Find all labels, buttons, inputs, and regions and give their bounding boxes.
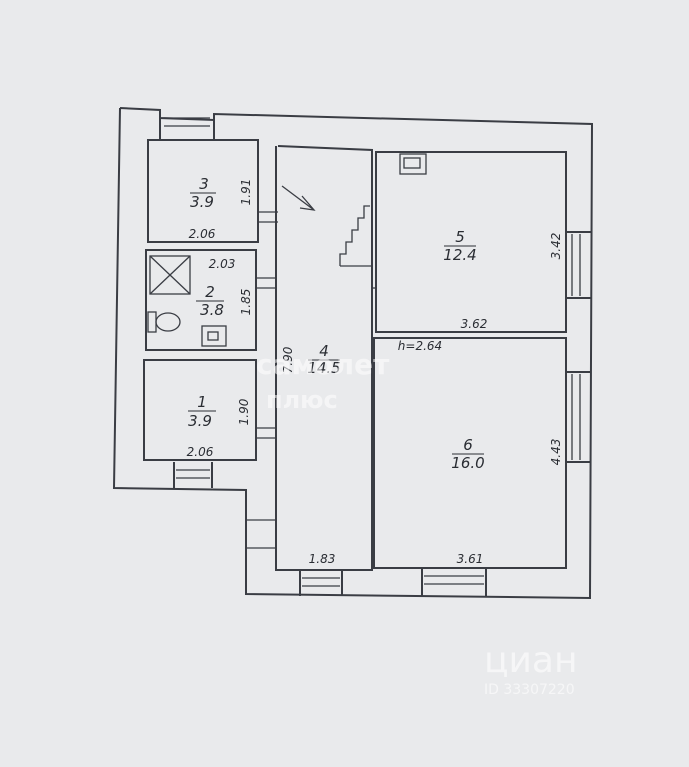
room-5-length: 3.42 [549,233,563,260]
stove-icon [399,153,427,175]
room-2: 2.03 2 3.8 1.85 [196,257,253,319]
room-3-area: 3.9 [190,193,214,211]
sink-icon [201,325,227,347]
stairs-icon [339,205,370,266]
room-3: 3 3.9 2.06 1.91 [189,175,253,241]
shower-icon [149,255,191,295]
room-1-number: 1 [197,393,207,411]
cian-listing-id: ID 33307220 [484,682,575,698]
room-5: 5 12.4 3.42 3.62 [443,228,563,331]
room-5-area: 12.4 [443,246,476,264]
stair-arrow-line [281,185,315,211]
room-6-number: 6 [463,436,473,454]
room-1-outline [143,359,257,461]
room-3-width: 2.06 [189,227,216,241]
room-4-outline [275,145,373,571]
room-5-number: 5 [455,228,465,246]
room-2-length: 1.85 [239,289,253,316]
watermark-line-2: плюс [266,386,338,414]
room-4: 7.90 4 14.5 1.83 [281,342,341,566]
room-6: h=2.64 6 16.0 4.43 3.61 [398,339,563,566]
room-2-outline [145,249,257,351]
watermark-line-1: самолет [256,348,390,381]
room-3-length: 1.91 [239,179,253,206]
watermark-cian: циан ID 33307220 [484,640,578,698]
room-4-width: 1.83 [309,552,336,566]
room-1-length: 1.90 [237,398,251,425]
ceiling-height: h=2.64 [398,339,442,353]
room-4-number: 4 [319,342,329,360]
room-2-number: 2 [205,283,215,301]
room-4-length: 7.90 [281,346,295,373]
room-6-area: 16.0 [451,454,484,472]
room-6-width: 3.61 [457,552,484,566]
room-1: 1 3.9 2.06 1.90 [187,393,251,459]
room-6-outline [373,337,567,569]
room-5-outline [375,151,567,333]
fixtures [147,117,581,587]
room-3-number: 3 [199,175,209,193]
walls [112,107,594,600]
room-2-width: 2.03 [209,257,236,271]
room-4-area: 14.5 [307,359,340,377]
room-3-outline [147,139,259,243]
room-1-width: 2.06 [187,445,214,459]
room-5-width: 3.62 [461,317,488,331]
cian-logo-text: циан [484,640,578,681]
room-2-area: 3.8 [200,301,224,319]
room-6-length: 4.43 [549,439,563,466]
room-1-area: 3.9 [188,412,212,430]
watermark-samolet: самолет плюс [256,348,390,414]
